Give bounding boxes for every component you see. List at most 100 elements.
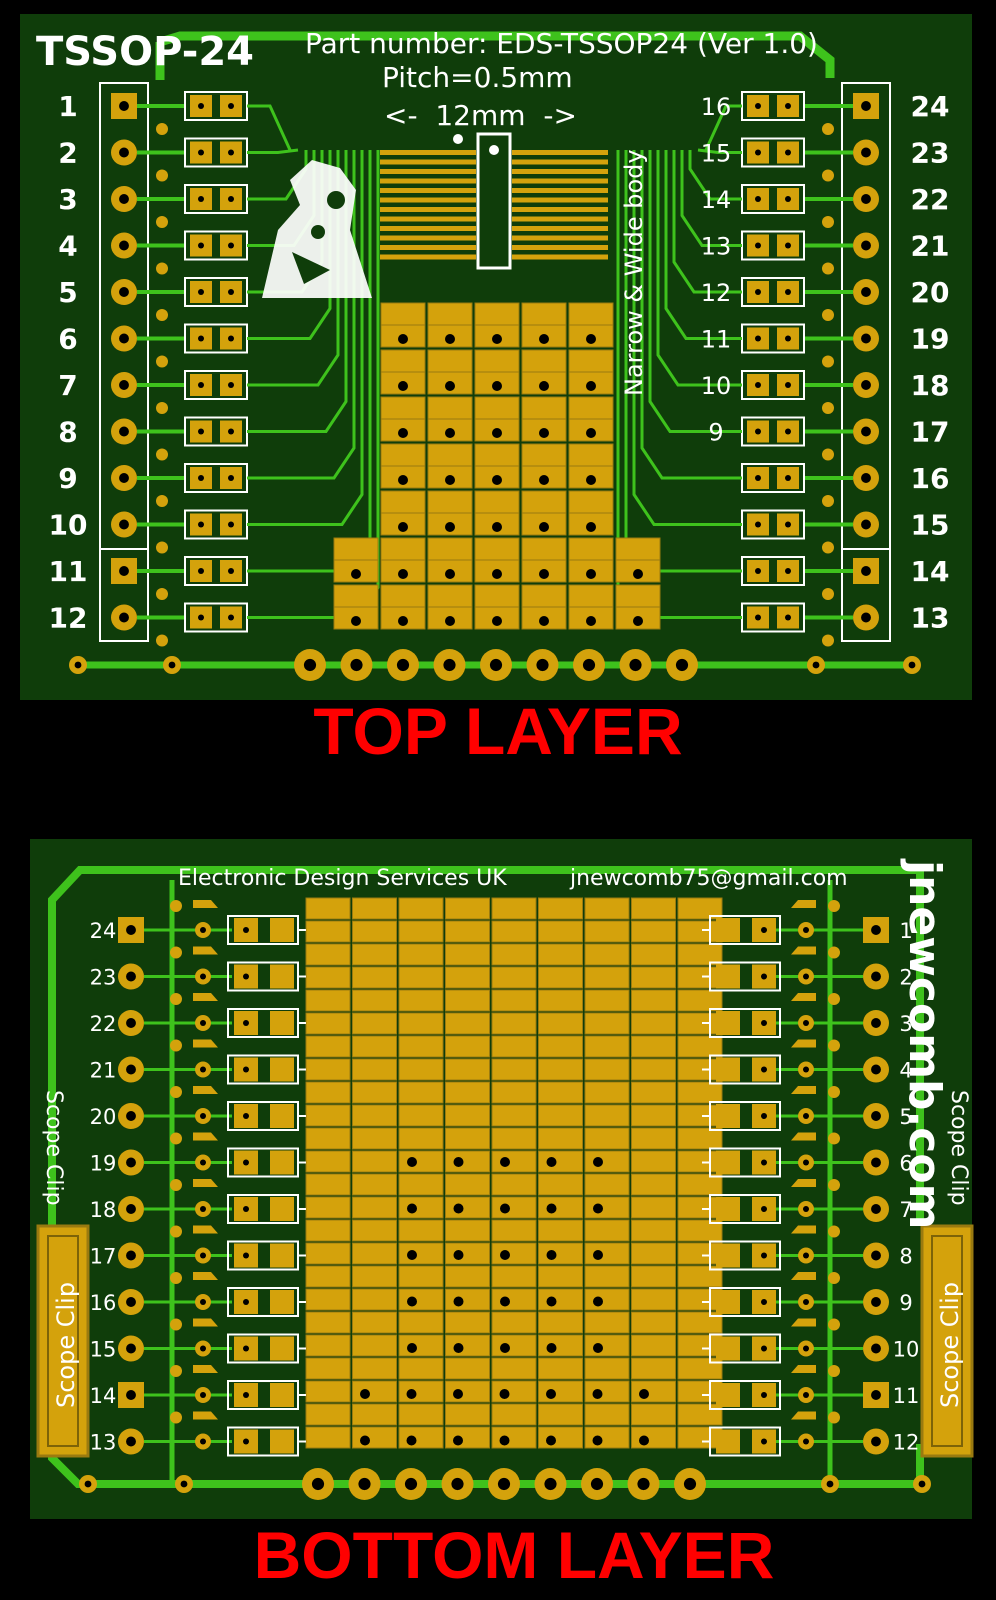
top-ic-footprint [380, 132, 608, 270]
top-inner-pin-number: 11 [701, 326, 732, 354]
via [822, 309, 834, 321]
top-left-pin-number: 9 [58, 462, 77, 495]
via [156, 216, 168, 228]
bottom-outline-trace [48, 866, 924, 1226]
dimension-label: <- 12mm -> [384, 99, 577, 132]
top-layer-caption: TOP LAYER [313, 694, 682, 768]
top-left-pin-number: 4 [58, 230, 77, 263]
via [156, 169, 168, 182]
top-left-pin-number: 8 [58, 416, 77, 449]
top-prototype-grid [333, 302, 661, 630]
bottom-right-pin-number: 7 [899, 1198, 912, 1222]
top-inner-pin-number: 10 [701, 372, 732, 400]
bottom-right-pin-number: 5 [899, 1105, 912, 1129]
via [156, 495, 168, 507]
website-label: jnewcomb.com [899, 858, 950, 1229]
top-outline-trace [155, 31, 835, 80]
part-number-label: Part number: EDS-TSSOP24 (Ver 1.0) [305, 27, 818, 60]
bottom-left-pin-number: 23 [90, 966, 117, 990]
top-right-pin-number: 15 [911, 509, 950, 542]
scope-clip-pad-left: Scope Clip [36, 1224, 90, 1458]
top-inner-pin-number: 13 [701, 233, 732, 261]
bottom-right-pin-number: 4 [899, 1059, 912, 1083]
top-right-pin-number: 18 [911, 369, 950, 402]
company-label: Electronic Design Services UK [178, 866, 507, 891]
ic-body-outline [476, 132, 512, 270]
top-left-pin-number: 3 [58, 183, 77, 216]
body-note-label: Narrow & Wide body [620, 149, 648, 396]
top-right-pin-number: 13 [911, 602, 950, 635]
bottom-right-pin-number: 8 [899, 1245, 912, 1269]
top-inner-pin-number: 15 [701, 140, 732, 168]
top-left-pin-number: 12 [49, 602, 88, 635]
scope-clip-label-left: Scope Clip [52, 1282, 80, 1408]
via [822, 355, 834, 368]
top-left-pin-number: 1 [58, 90, 77, 123]
bottom-left-pin-number: 19 [90, 1152, 117, 1176]
via [822, 495, 834, 507]
top-right-pin-number: 16 [911, 462, 950, 495]
via [822, 262, 834, 275]
via [156, 123, 168, 135]
via [156, 448, 168, 461]
top-inner-pin-number: 14 [701, 186, 732, 214]
via [156, 541, 168, 554]
top-right-pin-number: 23 [911, 137, 950, 170]
pitch-label: Pitch=0.5mm [382, 61, 573, 94]
top-right-pin-number: 20 [911, 276, 950, 309]
via [822, 216, 834, 228]
via [822, 123, 834, 135]
scope-clip-label-right: Scope Clip [936, 1282, 964, 1408]
scope-clip-silk-left: Scope Clip [41, 1090, 66, 1206]
top-layer-board: TSSOP-24 Part number: EDS-TSSOP24 (Ver 1… [20, 14, 972, 700]
bottom-right-pin-number: 9 [899, 1291, 912, 1315]
top-right-pin-number: 22 [911, 183, 950, 216]
bottom-right-pin-number: 2 [899, 966, 912, 990]
via [822, 448, 834, 461]
via [822, 169, 834, 182]
scope-clip-silk-right: Scope Clip [946, 1090, 971, 1206]
via [822, 588, 834, 600]
bottom-right-pin-number: 10 [893, 1338, 920, 1362]
bottom-right-pin-number: 11 [893, 1384, 920, 1408]
via [156, 634, 168, 647]
top-right-pin-number: 14 [911, 555, 950, 588]
bottom-left-pin-number: 24 [90, 919, 117, 943]
top-right-pin-number: 24 [911, 90, 950, 123]
bottom-right-pin-number: 3 [899, 1012, 912, 1036]
bottom-right-pin-number: 1 [899, 919, 912, 943]
top-right-pin-number: 21 [911, 230, 950, 263]
top-left-header-outline [99, 82, 149, 642]
bottom-right-pin-number: 6 [899, 1152, 912, 1176]
top-left-pin-number: 5 [58, 276, 77, 309]
via [156, 309, 168, 321]
bottom-right-pin-number: 12 [893, 1431, 920, 1455]
top-left-pin-number: 7 [58, 369, 77, 402]
via [156, 355, 168, 368]
via [156, 402, 168, 414]
bottom-left-pin-number: 18 [90, 1198, 117, 1222]
via [822, 402, 834, 414]
top-left-pin-number: 2 [58, 137, 77, 170]
top-right-pin-number: 17 [911, 416, 950, 449]
bottom-left-pin-number: 22 [90, 1012, 117, 1036]
top-left-pin-number: 11 [49, 555, 88, 588]
top-inner-pin-number: 16 [701, 93, 732, 121]
logo-graphic [262, 160, 372, 298]
email-label: jnewcomb75@gmail.com [569, 866, 848, 891]
bottom-left-pin-number: 14 [90, 1384, 117, 1408]
via [156, 262, 168, 275]
bottom-left-pin-number: 13 [90, 1431, 117, 1455]
top-right-pin-number: 19 [911, 323, 950, 356]
bottom-prototype-grid [305, 897, 723, 1449]
bottom-left-pin-number: 17 [90, 1245, 117, 1269]
bottom-layer-caption: BOTTOM LAYER [254, 1518, 775, 1592]
bottom-left-pin-number: 16 [90, 1291, 117, 1315]
via [156, 588, 168, 600]
top-left-pin-number: 10 [49, 509, 88, 542]
top-inner-pin-number: 12 [701, 279, 732, 307]
top-right-header-outline [841, 82, 891, 642]
scope-clip-pad-right: Scope Clip [920, 1224, 974, 1458]
via [822, 634, 834, 647]
